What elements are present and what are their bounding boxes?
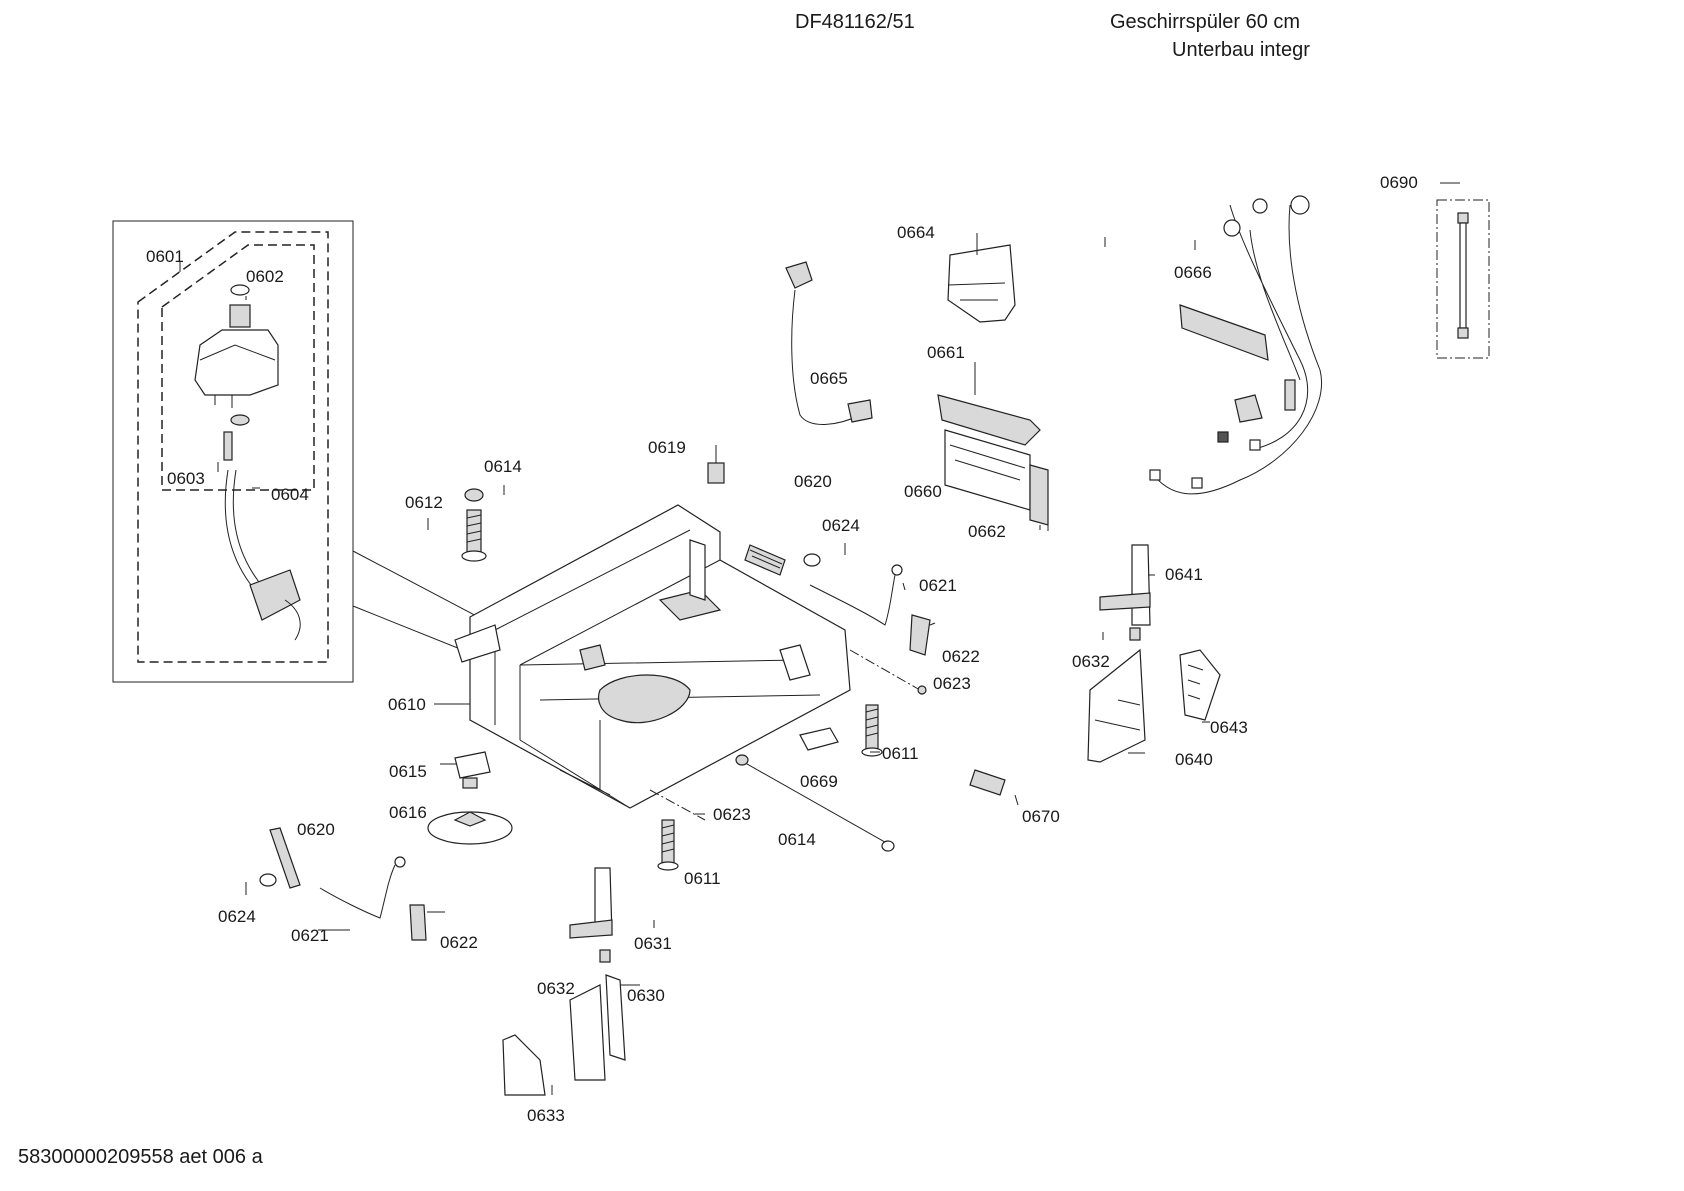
control-module-icons xyxy=(937,244,1049,526)
label-0620-a: 0620 xyxy=(794,472,832,491)
label-0633: 0633 xyxy=(527,1106,565,1125)
document-id: 58300000209558 aet 006 a xyxy=(18,1146,263,1168)
label-0666: 0666 xyxy=(1174,263,1212,282)
label-0620-b: 0620 xyxy=(297,820,335,839)
label-0669: 0669 xyxy=(800,772,838,791)
label-0670: 0670 xyxy=(1022,807,1060,826)
wire-harness-icon xyxy=(1149,195,1322,495)
label-0643: 0643 xyxy=(1210,718,1248,737)
label-0632-b: 0632 xyxy=(1072,652,1110,671)
label-0690: 0690 xyxy=(1380,173,1418,192)
label-0610: 0610 xyxy=(388,695,426,714)
label-0616: 0616 xyxy=(389,803,427,822)
hinge-bracket-right-icon xyxy=(1087,544,1221,763)
label-0624-b: 0624 xyxy=(218,907,256,926)
product-title: Geschirrspüler 60 cm xyxy=(1110,11,1301,33)
label-0619: 0619 xyxy=(648,438,686,457)
hinge-spring-right-icon xyxy=(744,544,931,695)
label-0614-b: 0614 xyxy=(778,830,816,849)
base-tub-0610 xyxy=(454,504,851,809)
product-subtitle: Unterbau integr xyxy=(1172,39,1310,61)
label-0630: 0630 xyxy=(627,986,665,1005)
label-0611-a: 0611 xyxy=(882,744,919,763)
label-0664: 0664 xyxy=(897,223,935,242)
label-0660: 0660 xyxy=(904,482,942,501)
label-0662: 0662 xyxy=(968,522,1006,541)
label-0632-a: 0632 xyxy=(537,979,575,998)
label-0631: 0631 xyxy=(634,934,672,953)
label-0611-b: 0611 xyxy=(684,869,721,888)
inset-outer-dashed-group xyxy=(137,231,329,663)
label-0623-a: 0623 xyxy=(933,674,971,693)
label-0614-a: 0614 xyxy=(484,457,522,476)
inset-inner-dashed-group xyxy=(161,244,315,491)
left-lower-parts-icons xyxy=(259,751,513,941)
inset-frame xyxy=(112,220,354,683)
part-labels: 0601 0602 0603 0604 0610 0611 0611 0612 … xyxy=(146,173,1418,1125)
label-0622-b: 0622 xyxy=(440,933,478,952)
label-0622-a: 0622 xyxy=(942,647,980,666)
label-0602: 0602 xyxy=(246,267,284,286)
clip-icon-0619 xyxy=(707,445,725,484)
power-cable-icon xyxy=(785,261,873,425)
label-0604: 0604 xyxy=(271,485,309,504)
label-0615: 0615 xyxy=(389,762,427,781)
leveling-foot-icon xyxy=(461,488,487,562)
label-0603: 0603 xyxy=(167,469,205,488)
label-0661: 0661 xyxy=(927,343,965,362)
misc-parts-center-icons xyxy=(649,704,1006,871)
label-0665: 0665 xyxy=(810,369,848,388)
label-0624-a: 0624 xyxy=(822,516,860,535)
label-0623-b: 0623 xyxy=(713,805,751,824)
label-0612: 0612 xyxy=(405,493,443,512)
label-0621-a: 0621 xyxy=(919,576,957,595)
model-number: DF481162/51 xyxy=(795,11,915,33)
sump-icon xyxy=(598,674,691,724)
label-0621-b: 0621 xyxy=(291,926,329,945)
label-0640: 0640 xyxy=(1175,750,1213,769)
hinge-bracket-left-icon xyxy=(502,867,626,1096)
label-0641: 0641 xyxy=(1165,565,1203,584)
hose-icon-0690 xyxy=(1436,199,1490,359)
label-0601: 0601 xyxy=(146,247,184,266)
water-valve-icon xyxy=(194,284,301,641)
leader-lines xyxy=(179,182,1460,1095)
